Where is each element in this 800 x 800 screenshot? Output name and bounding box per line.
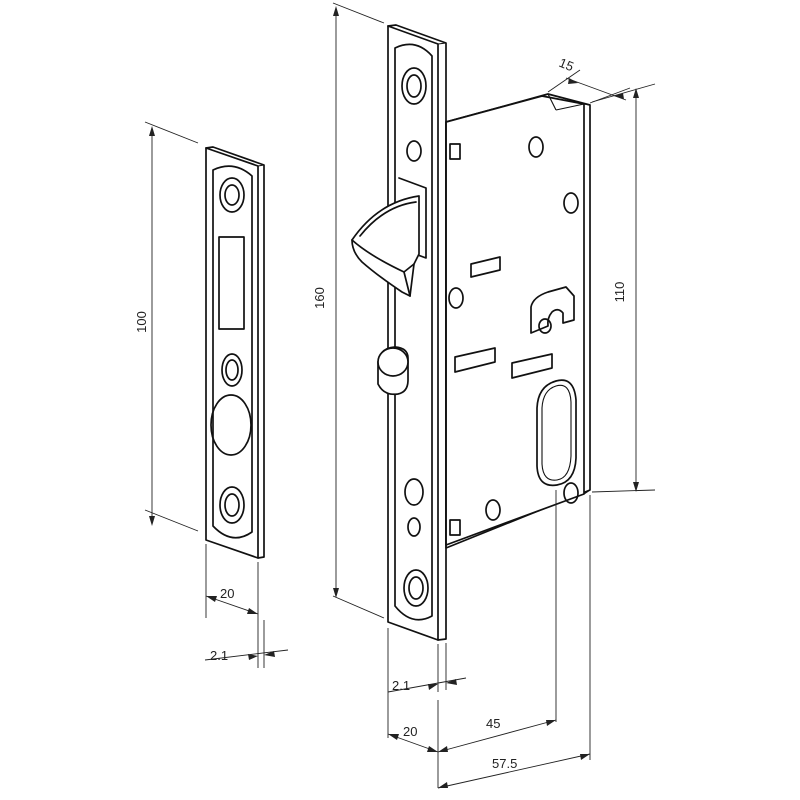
- strike-dim-height: 100: [134, 121, 199, 532]
- faceplate-width-label: 20: [403, 724, 417, 739]
- strike-dim-width: 20: [205, 544, 259, 622]
- faceplate-dim-thickness: 2.1: [387, 643, 467, 693]
- faceplate-thickness-label: 2.1: [392, 678, 410, 693]
- auxiliary-latch-pin: [377, 346, 409, 396]
- faceplate-dim-height: 160: [312, 2, 385, 619]
- strike-height-label: 100: [134, 311, 149, 333]
- lock-case: [445, 93, 591, 549]
- case-bottom-square: [449, 519, 461, 536]
- strike-bolt-hole: [210, 394, 252, 456]
- case-screw-hole: [485, 499, 501, 521]
- total-depth-label: 57.5: [492, 756, 517, 771]
- case-slot: [511, 353, 553, 379]
- case-top-square: [449, 143, 461, 160]
- follower-hook: [530, 286, 575, 334]
- case-screw-hole: [563, 192, 579, 214]
- strike-width-label: 20: [220, 586, 234, 601]
- case-slot: [470, 256, 501, 278]
- case-dim-height: 110: [591, 83, 656, 493]
- faceplate-top-hole: [401, 67, 427, 105]
- case-height-label: 110: [612, 282, 627, 303]
- faceplate-lower-holes: [404, 478, 424, 537]
- case-screw-hole: [448, 287, 464, 309]
- faceplate-height-label: 160: [312, 287, 327, 309]
- faceplate-small-hole: [406, 140, 422, 162]
- cylinder-cutout: [536, 379, 577, 487]
- strike-dim-thickness: 2.1: [204, 620, 289, 668]
- case-dim-offset: 15: [547, 55, 631, 104]
- strike-thickness-label: 2.1: [210, 648, 228, 663]
- case-slot: [454, 347, 496, 373]
- case-screw-hole: [563, 482, 579, 504]
- strike-middle-hole: [221, 353, 243, 387]
- bottom-dims: 20 45 57.5: [387, 490, 591, 789]
- strike-top-hole: [219, 177, 245, 213]
- strike-plate: [205, 146, 265, 559]
- case-screw-hole: [528, 136, 544, 158]
- case-offset-label: 15: [557, 55, 576, 74]
- strike-bottom-hole: [219, 486, 245, 524]
- latch-bolt: [351, 195, 420, 297]
- faceplate-bottom-hole: [403, 569, 429, 607]
- backset-label: 45: [486, 716, 500, 731]
- faceplate: [351, 24, 447, 641]
- strike-latch-slot: [218, 236, 245, 330]
